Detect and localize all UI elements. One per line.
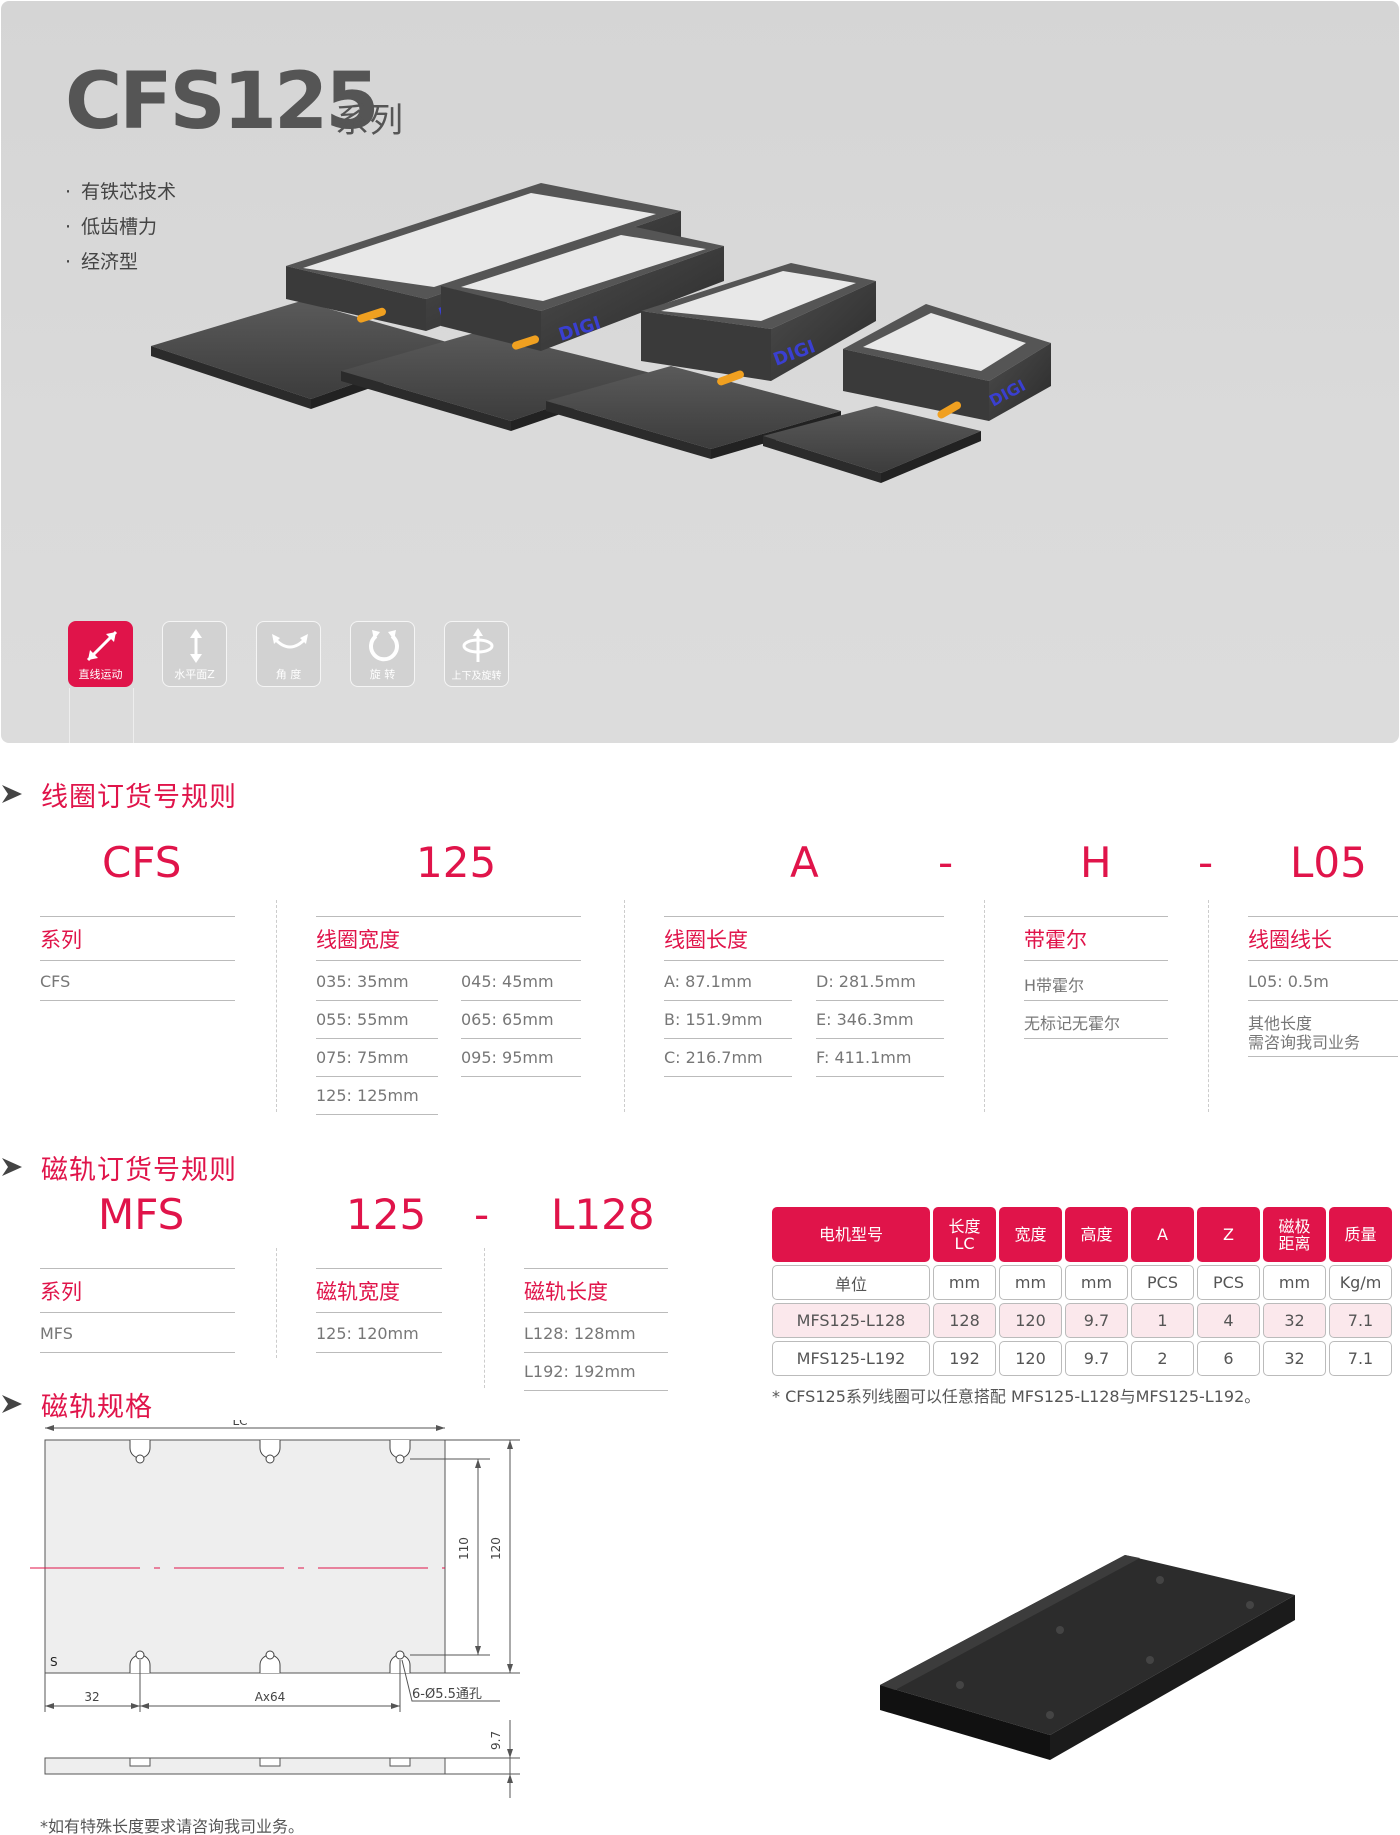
rail-code-length: L128 — [551, 1190, 655, 1239]
width-option: 045: 45mm — [461, 972, 554, 991]
table-header: 宽度 — [999, 1207, 1062, 1262]
table-header: 质量 — [1329, 1207, 1392, 1262]
cable-option: 其他长度 — [1248, 1014, 1313, 1033]
play-arrow-icon — [2, 1395, 22, 1413]
product-title: CFS125 — [65, 57, 380, 147]
length-option: D: 281.5mm — [816, 972, 916, 991]
length-option: C: 216.7mm — [664, 1048, 763, 1067]
rail-code-width: 125 — [346, 1190, 427, 1239]
col-title-length: 线圈长度 — [664, 928, 748, 952]
play-arrow-icon — [2, 1158, 22, 1176]
rail-col-title-length: 磁轨长度 — [524, 1280, 608, 1304]
feature-list: ·有铁芯技术 ·低齿槽力 ·经济型 — [65, 175, 176, 280]
length-option: F: 411.1mm — [816, 1048, 912, 1067]
product-title-suffix: 系列 — [335, 101, 403, 141]
col-title-cable: 线圈线长 — [1248, 928, 1332, 952]
rotate-updown-icon — [462, 628, 494, 662]
feature-item: ·低齿槽力 — [65, 216, 158, 238]
motor-unit: DIGI — [763, 304, 1051, 483]
code-dash: - — [938, 838, 954, 887]
rail-series-value: MFS — [40, 1324, 73, 1343]
table-note: * CFS125系列线圈可以任意搭配 MFS125-L128与MFS125-L1… — [772, 1387, 1261, 1406]
rail-code-series: MFS — [98, 1190, 185, 1239]
magnetic-rail-photo — [880, 1555, 1295, 1760]
vertical-arrow-icon — [190, 629, 202, 663]
rail-length-option: L128: 128mm — [524, 1324, 636, 1343]
play-arrow-icon — [2, 785, 22, 803]
svg-text:6-Ø5.5通孔: 6-Ø5.5通孔 — [412, 1687, 482, 1702]
col-title-hall: 带霍尔 — [1024, 928, 1087, 952]
rotate-icon — [369, 630, 399, 662]
product-render: DIGI DIGI DIGI — [151, 183, 1051, 483]
code-length: A — [790, 838, 819, 887]
motion-icon-angle[interactable]: 角 度 — [256, 621, 321, 687]
motion-icon-vertical[interactable]: 水平面Z — [162, 621, 227, 687]
motor-unit: DIGI — [341, 226, 724, 431]
motion-icon-rotate[interactable]: 旋 转 — [350, 621, 415, 687]
width-option: 095: 95mm — [461, 1048, 554, 1067]
rail-code-dash: - — [474, 1190, 490, 1239]
code-width: 125 — [416, 838, 497, 887]
rail-col-title-width: 磁轨宽度 — [316, 1280, 400, 1304]
svg-text:120: 120 — [489, 1537, 503, 1560]
table-header: 磁极距离 — [1263, 1207, 1326, 1262]
hall-option: H带霍尔 — [1024, 976, 1085, 995]
width-option: 075: 75mm — [316, 1048, 409, 1067]
hall-option: 无标记无霍尔 — [1024, 1014, 1121, 1033]
rail-spec-header: 磁轨规格 — [0, 1386, 153, 1423]
rail-col-title-series: 系列 — [40, 1280, 82, 1304]
svg-text:Ax64: Ax64 — [255, 1690, 286, 1704]
diagonal-arrow-icon — [86, 630, 118, 662]
cable-option: 需咨询我司业务 — [1248, 1033, 1361, 1052]
svg-text:S: S — [50, 1655, 58, 1669]
rail-section-header: 磁轨订货号规则 — [0, 1149, 237, 1186]
cable-option: L05: 0.5m — [1248, 972, 1329, 991]
rail-width-option: 125: 120mm — [316, 1324, 419, 1343]
col-title-width: 线圈宽度 — [316, 928, 400, 952]
table-header: A — [1131, 1207, 1194, 1262]
width-option: 065: 65mm — [461, 1010, 554, 1029]
length-option: E: 346.3mm — [816, 1010, 914, 1029]
arc-arrow-icon — [272, 634, 308, 649]
table-header: Z — [1197, 1207, 1260, 1262]
width-option: 035: 35mm — [316, 972, 409, 991]
length-option: B: 151.9mm — [664, 1010, 763, 1029]
svg-text:32: 32 — [84, 1690, 99, 1704]
code-hall: H — [1080, 838, 1112, 887]
hero-banner: CFS125 系列 ·有铁芯技术 ·低齿槽力 ·经济型 DIGI — [1, 1, 1399, 743]
table-header: 高度 — [1065, 1207, 1128, 1262]
length-option: A: 87.1mm — [664, 972, 752, 991]
code-cable: L05 — [1290, 838, 1367, 887]
rail-technical-drawing: LC 110 120 S 32 Ax64 6-Ø5.5通孔 9.7 — [30, 1420, 520, 1798]
motion-icon-rotate-updown[interactable]: 上下及旋转 — [444, 621, 509, 687]
feature-item: ·有铁芯技术 — [65, 181, 177, 203]
series-value: CFS — [40, 972, 71, 991]
width-option: 055: 55mm — [316, 1010, 409, 1029]
table-header: 电机型号 — [772, 1207, 930, 1262]
svg-text:9.7: 9.7 — [489, 1731, 503, 1750]
feature-item: ·经济型 — [65, 251, 139, 273]
code-series: CFS — [102, 838, 182, 887]
motion-icon-linear[interactable]: 直线运动 — [68, 621, 134, 743]
col-title-series: 系列 — [40, 928, 82, 952]
svg-text:LC: LC — [232, 1420, 247, 1428]
width-option: 125: 125mm — [316, 1086, 419, 1105]
svg-text:110: 110 — [457, 1537, 471, 1560]
code-dash: - — [1198, 838, 1214, 887]
rail-length-option: L192: 192mm — [524, 1362, 636, 1381]
coil-section-header: 线圈订货号规则 — [0, 776, 237, 813]
footnote: *如有特殊长度要求请咨询我司业务。 — [40, 1817, 305, 1835]
